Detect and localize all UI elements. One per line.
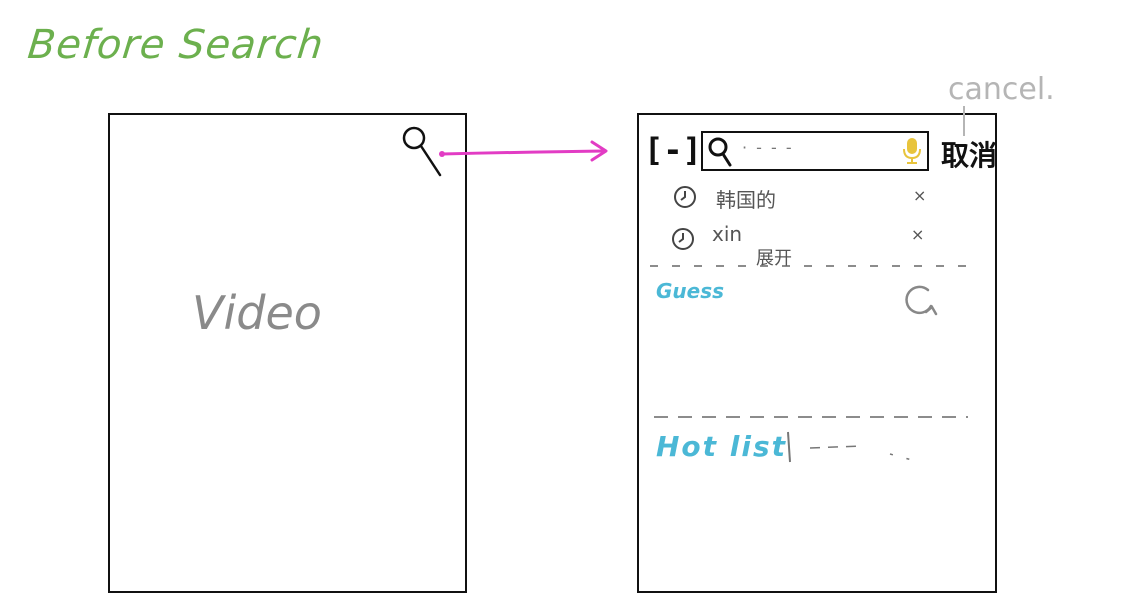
transition-arrow bbox=[439, 140, 608, 162]
clock-icon bbox=[674, 186, 696, 208]
search-input[interactable] bbox=[701, 131, 929, 171]
hot-list-tabs-sketch bbox=[787, 431, 913, 463]
section-divider bbox=[650, 265, 966, 267]
history-remove-button[interactable]: × bbox=[911, 225, 925, 244]
cancel-annotation: cancel. bbox=[948, 72, 1055, 107]
section-divider bbox=[654, 416, 968, 418]
search-screen bbox=[637, 113, 997, 593]
page-title: Before Search bbox=[25, 22, 327, 68]
cancel-button[interactable]: 取消 bbox=[941, 139, 998, 172]
expand-history-button[interactable]: 展开 bbox=[756, 248, 792, 269]
hot-list-label: Hot list bbox=[656, 430, 788, 463]
annotation-pointer bbox=[963, 106, 965, 136]
search-placeholder: · - - - bbox=[742, 138, 794, 157]
history-remove-button[interactable]: × bbox=[913, 186, 927, 205]
video-label: Video bbox=[192, 286, 322, 340]
search-icon[interactable] bbox=[396, 120, 456, 180]
clock-icon bbox=[672, 228, 694, 250]
guess-section-label: Guess bbox=[656, 279, 725, 303]
refresh-icon[interactable] bbox=[898, 280, 940, 322]
microphone-icon[interactable] bbox=[900, 136, 924, 166]
history-item-text[interactable]: xin bbox=[712, 222, 743, 246]
search-icon bbox=[708, 137, 732, 167]
history-item-text[interactable]: 韩国的 bbox=[716, 188, 776, 212]
video-screen bbox=[108, 113, 467, 593]
back-button[interactable]: [-] bbox=[644, 131, 702, 169]
